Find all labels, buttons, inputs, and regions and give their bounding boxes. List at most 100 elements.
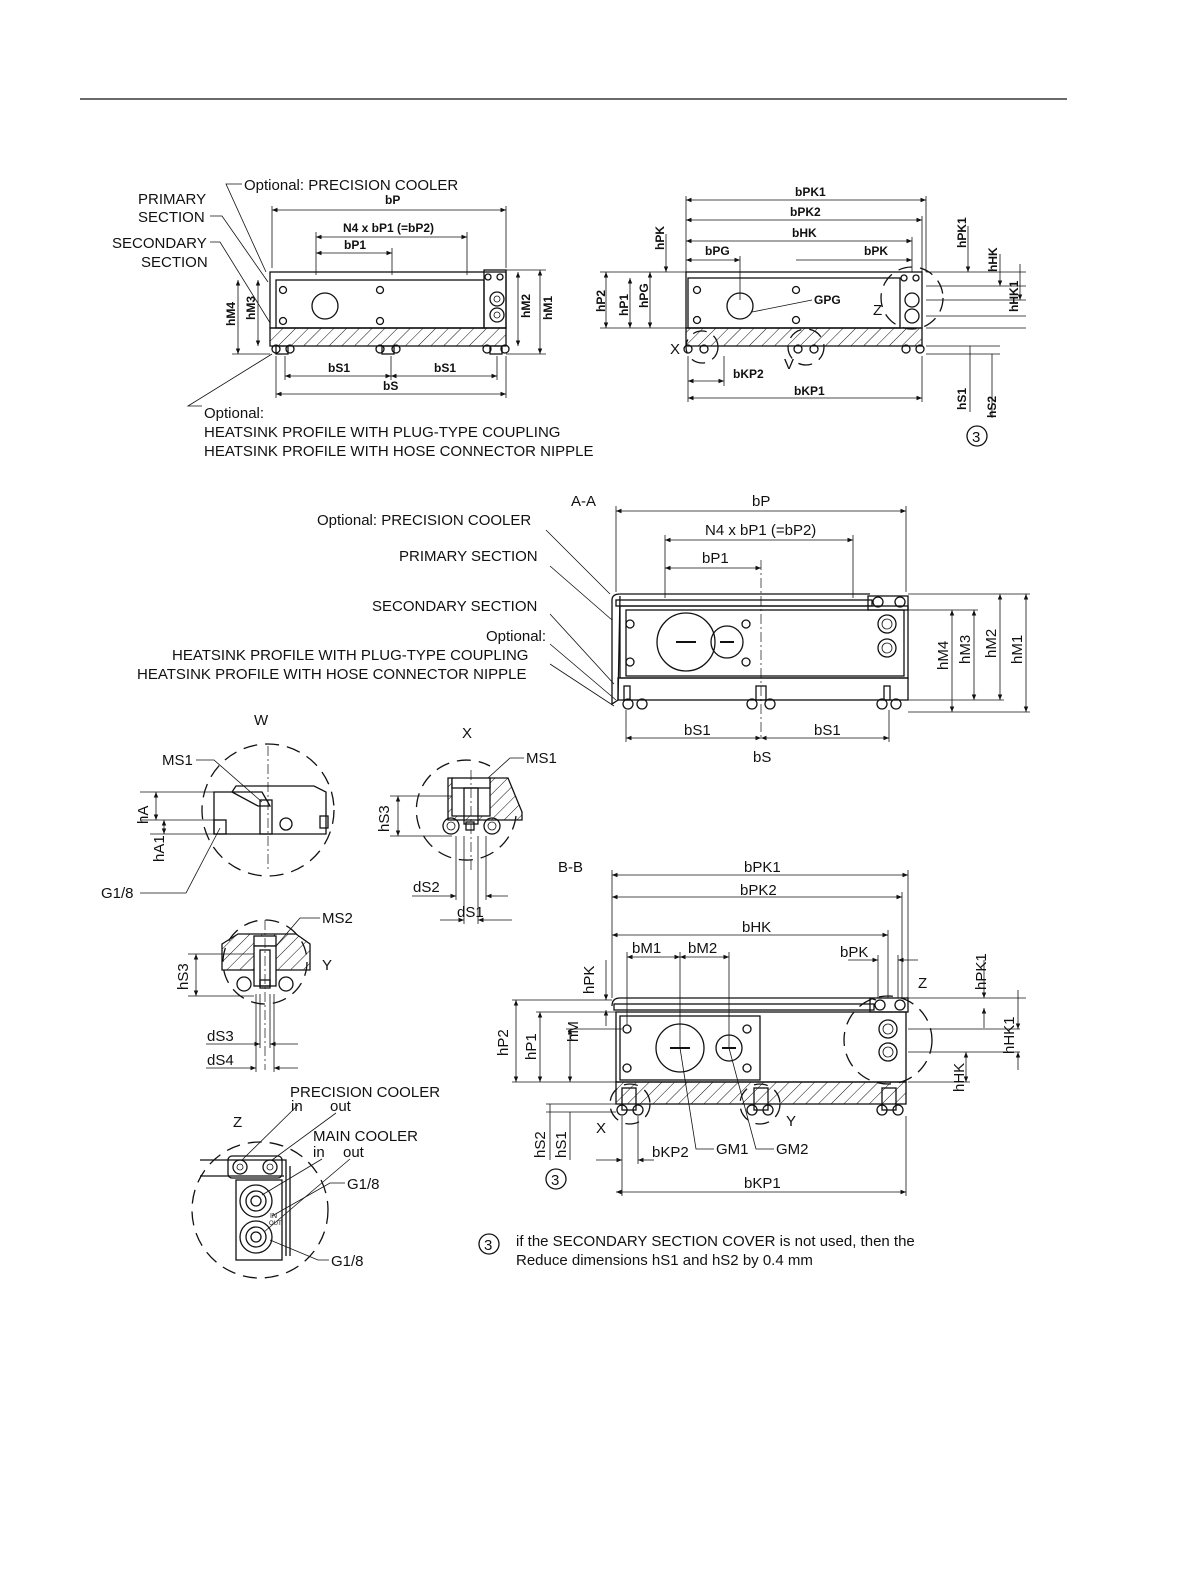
- tr-label-Z: Z: [873, 302, 882, 319]
- tr-dim-bPK: bPK: [864, 244, 888, 258]
- bb-dim-bHK: bHK: [742, 919, 771, 936]
- z-label-pc-out: out: [330, 1098, 352, 1115]
- y-dim-hS3: hS3: [175, 963, 192, 990]
- w-label-MS1: MS1: [162, 752, 193, 769]
- footnote-marker: 3: [484, 1237, 492, 1254]
- bb-dim-hM: hM: [565, 1021, 582, 1042]
- footnote: 3 if the SECONDARY SECTION COVER is not …: [478, 1233, 915, 1269]
- tr-label-GPG: GPG: [814, 293, 841, 307]
- aa-label-secondary: SECONDARY SECTION: [372, 598, 537, 615]
- detail-y: MS2 Y hS3 dS3 dS4: [175, 910, 353, 1072]
- w-label-G18: G1/8: [101, 885, 134, 902]
- aa-title: A-A: [571, 493, 596, 510]
- w-dim-hA1: hA1: [151, 835, 168, 862]
- aa-label-heatsink-hose: HEATSINK PROFILE WITH HOSE CONNECTOR NIP…: [137, 666, 527, 683]
- aa-label-precision: Optional: PRECISION COOLER: [317, 512, 531, 529]
- bb-dim-bKP1: bKP1: [744, 1175, 781, 1192]
- tr-label-X: X: [670, 341, 680, 358]
- bb-label-Y: Y: [786, 1113, 796, 1130]
- section-b-b: B-B bPK1 bPK2 bHK bM1: [495, 859, 1026, 1196]
- bb-label-X: X: [596, 1120, 606, 1137]
- bb-dim-hS2: hS2: [532, 1131, 549, 1158]
- bb-label-Z: Z: [918, 975, 927, 992]
- tr-dim-bKP1: bKP1: [794, 384, 825, 398]
- z-label-mc-out: out: [343, 1144, 365, 1161]
- aa-dim-bS: bS: [753, 749, 771, 766]
- tl-dim-hM4: hM4: [224, 302, 238, 326]
- bb-dim-hS1: hS1: [553, 1131, 570, 1158]
- tl-dim-bS1-a: bS1: [328, 361, 350, 375]
- w-title: W: [254, 712, 269, 729]
- y-dim-dS3: dS3: [207, 1028, 234, 1045]
- z-mark-in: IN: [270, 1213, 277, 1220]
- z-label-main: MAIN COOLER: [313, 1128, 418, 1145]
- aa-label-optional: Optional:: [486, 628, 546, 645]
- tl-label-heatsink-plug: HEATSINK PROFILE WITH PLUG-TYPE COUPLING: [204, 424, 560, 441]
- tr-dim-bPK2: bPK2: [790, 205, 821, 219]
- aa-dim-bP1: bP1: [702, 550, 729, 567]
- bb-dim-hP1: hP1: [523, 1033, 540, 1060]
- tr-dim-bKP2: bKP2: [733, 367, 764, 381]
- x-dim-dS1: dS1: [457, 904, 484, 921]
- z-mark-out: OUT: [269, 1221, 282, 1227]
- tr-dim-bPK1: bPK1: [795, 185, 826, 199]
- bb-dim-hHK: hHK: [951, 1063, 968, 1092]
- aa-dim-hM4: hM4: [935, 641, 952, 670]
- bb-dim-hHK1: hHK1: [1001, 1016, 1018, 1054]
- x-title: X: [462, 725, 472, 742]
- bb-dim-hP2: hP2: [495, 1029, 512, 1056]
- x-dim-hS3: hS3: [376, 805, 393, 832]
- tl-label-secondary-1: SECONDARY: [112, 235, 207, 252]
- detail-x: X MS1 hS3 dS2 dS1: [376, 725, 557, 924]
- aa-dim-hM2: hM2: [983, 629, 1000, 658]
- z-label-g18-b: G1/8: [331, 1253, 364, 1270]
- top-left-view: Optional: PRECISION COOLER PRIMARY SECTI…: [112, 177, 594, 460]
- tl-dim-bP1: bP1: [344, 238, 366, 252]
- bb-label-GM1: GM1: [716, 1141, 749, 1158]
- tr-dim-hPK: hPK: [653, 226, 667, 250]
- tl-label-primary-2: SECTION: [138, 209, 205, 226]
- bb-dim-hPK1: hPK1: [973, 953, 990, 990]
- tr-dim-hPG: hPG: [637, 283, 651, 308]
- z-label-g18-a: G1/8: [347, 1176, 380, 1193]
- tr-dim-hS1: hS1: [955, 388, 969, 410]
- tl-dim-bP: bP: [385, 193, 400, 207]
- tl-dim-bS1-b: bS1: [434, 361, 456, 375]
- x-label-MS1: MS1: [526, 750, 557, 767]
- bb-label-GM2: GM2: [776, 1141, 809, 1158]
- bb-title: B-B: [558, 859, 583, 876]
- aa-dim-hM1: hM1: [1009, 635, 1026, 664]
- tr-dim-bHK: bHK: [792, 226, 817, 240]
- tl-label-primary-1: PRIMARY: [138, 191, 206, 208]
- z-label-precision: PRECISION COOLER: [290, 1084, 440, 1101]
- tr-dim-hP2: hP2: [594, 290, 608, 312]
- tl-label-heatsink-hose: HEATSINK PROFILE WITH HOSE CONNECTOR NIP…: [204, 443, 594, 460]
- detail-w: W MS1 hA hA1 G1/8: [101, 712, 335, 902]
- tr-label-V: V: [784, 356, 794, 373]
- y-title: Y: [322, 957, 332, 974]
- aa-dim-hM3: hM3: [957, 635, 974, 664]
- tr-dim-hPK1: hPK1: [955, 217, 969, 248]
- bb-dim-bM2: bM2: [688, 940, 717, 957]
- tr-dim-bPG: bPG: [705, 244, 730, 258]
- footnote-line-2: Reduce dimensions hS1 and hS2 by 0.4 mm: [516, 1252, 813, 1269]
- bb-note-marker: 3: [551, 1172, 559, 1189]
- tl-dim-hM2: hM2: [519, 294, 533, 318]
- bb-dim-bM1: bM1: [632, 940, 661, 957]
- y-label-MS2: MS2: [322, 910, 353, 927]
- tr-dim-hHK1: hHK1: [1007, 280, 1021, 312]
- z-title: Z: [233, 1114, 242, 1131]
- tl-dim-N4: N4 x bP1 (=bP2): [343, 221, 434, 235]
- aa-dim-bS1-b: bS1: [814, 722, 841, 739]
- tr-note-marker: 3: [972, 429, 980, 446]
- aa-dim-bS1-a: bS1: [684, 722, 711, 739]
- tl-dim-bS: bS: [383, 379, 398, 393]
- aa-dim-bP: bP: [752, 493, 770, 510]
- bb-dim-bPK1: bPK1: [744, 859, 781, 876]
- tr-dim-hP1: hP1: [617, 294, 631, 316]
- y-dim-dS4: dS4: [207, 1052, 234, 1069]
- aa-label-heatsink-plug: HEATSINK PROFILE WITH PLUG-TYPE COUPLING: [172, 647, 528, 664]
- top-right-view: bPK1 bPK2 bHK bPG bPK hPK hP2 hP1 hPG GP…: [594, 185, 1026, 447]
- tr-dim-hHK: hHK: [986, 247, 1000, 272]
